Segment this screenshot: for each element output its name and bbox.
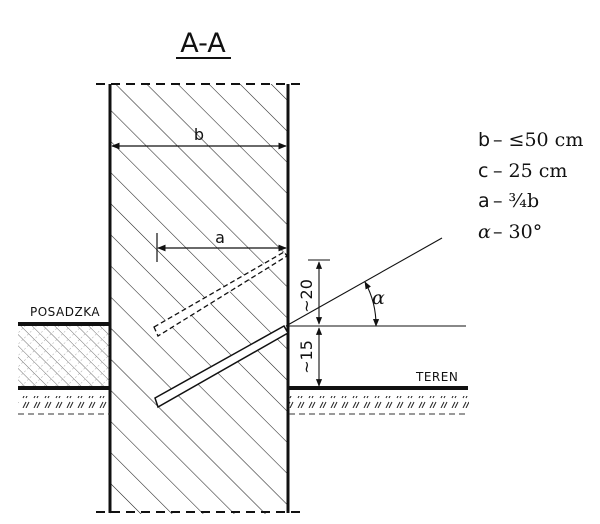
- section-title: A-A: [180, 28, 226, 59]
- rod-hole-dashed: [153, 251, 288, 337]
- floor-label: POSADZKA: [30, 305, 100, 319]
- legend-value: – ≤50 cm: [493, 129, 583, 151]
- legend-item: a – ¾b: [478, 190, 539, 212]
- dim-b-label: b: [194, 125, 204, 144]
- dim-upper-label: ~20: [297, 279, 316, 313]
- legend-item: b – ≤50 cm: [478, 129, 583, 151]
- legend-value: – 25 cm: [493, 160, 567, 182]
- injection-rod: [154, 324, 290, 409]
- wall-hatch: [110, 84, 288, 514]
- legend-item: α – 30°: [478, 221, 542, 243]
- legend-value: – 30°: [493, 221, 542, 243]
- legend-symbol: a: [478, 190, 490, 212]
- soil-left: [18, 396, 110, 408]
- legend-symbol: b: [478, 129, 490, 151]
- dim-a-label: a: [215, 228, 225, 247]
- angle-arc: [364, 281, 380, 327]
- ground-label: TEREN: [415, 370, 458, 384]
- legend-symbol: c: [478, 160, 488, 182]
- legend-item: c – 25 cm: [478, 160, 567, 182]
- dim-lower-label: ~15: [297, 340, 316, 374]
- angle-ray: [285, 237, 443, 327]
- angle-label: α: [372, 287, 385, 309]
- floor-slab-hatch-2: [18, 324, 110, 388]
- legend-symbol: α: [478, 221, 491, 243]
- legend-value: – ¾b: [493, 190, 539, 212]
- legend: b – ≤50 cm c – 25 cm a – ¾b α – 30°: [478, 129, 583, 243]
- soil-right: [289, 396, 469, 408]
